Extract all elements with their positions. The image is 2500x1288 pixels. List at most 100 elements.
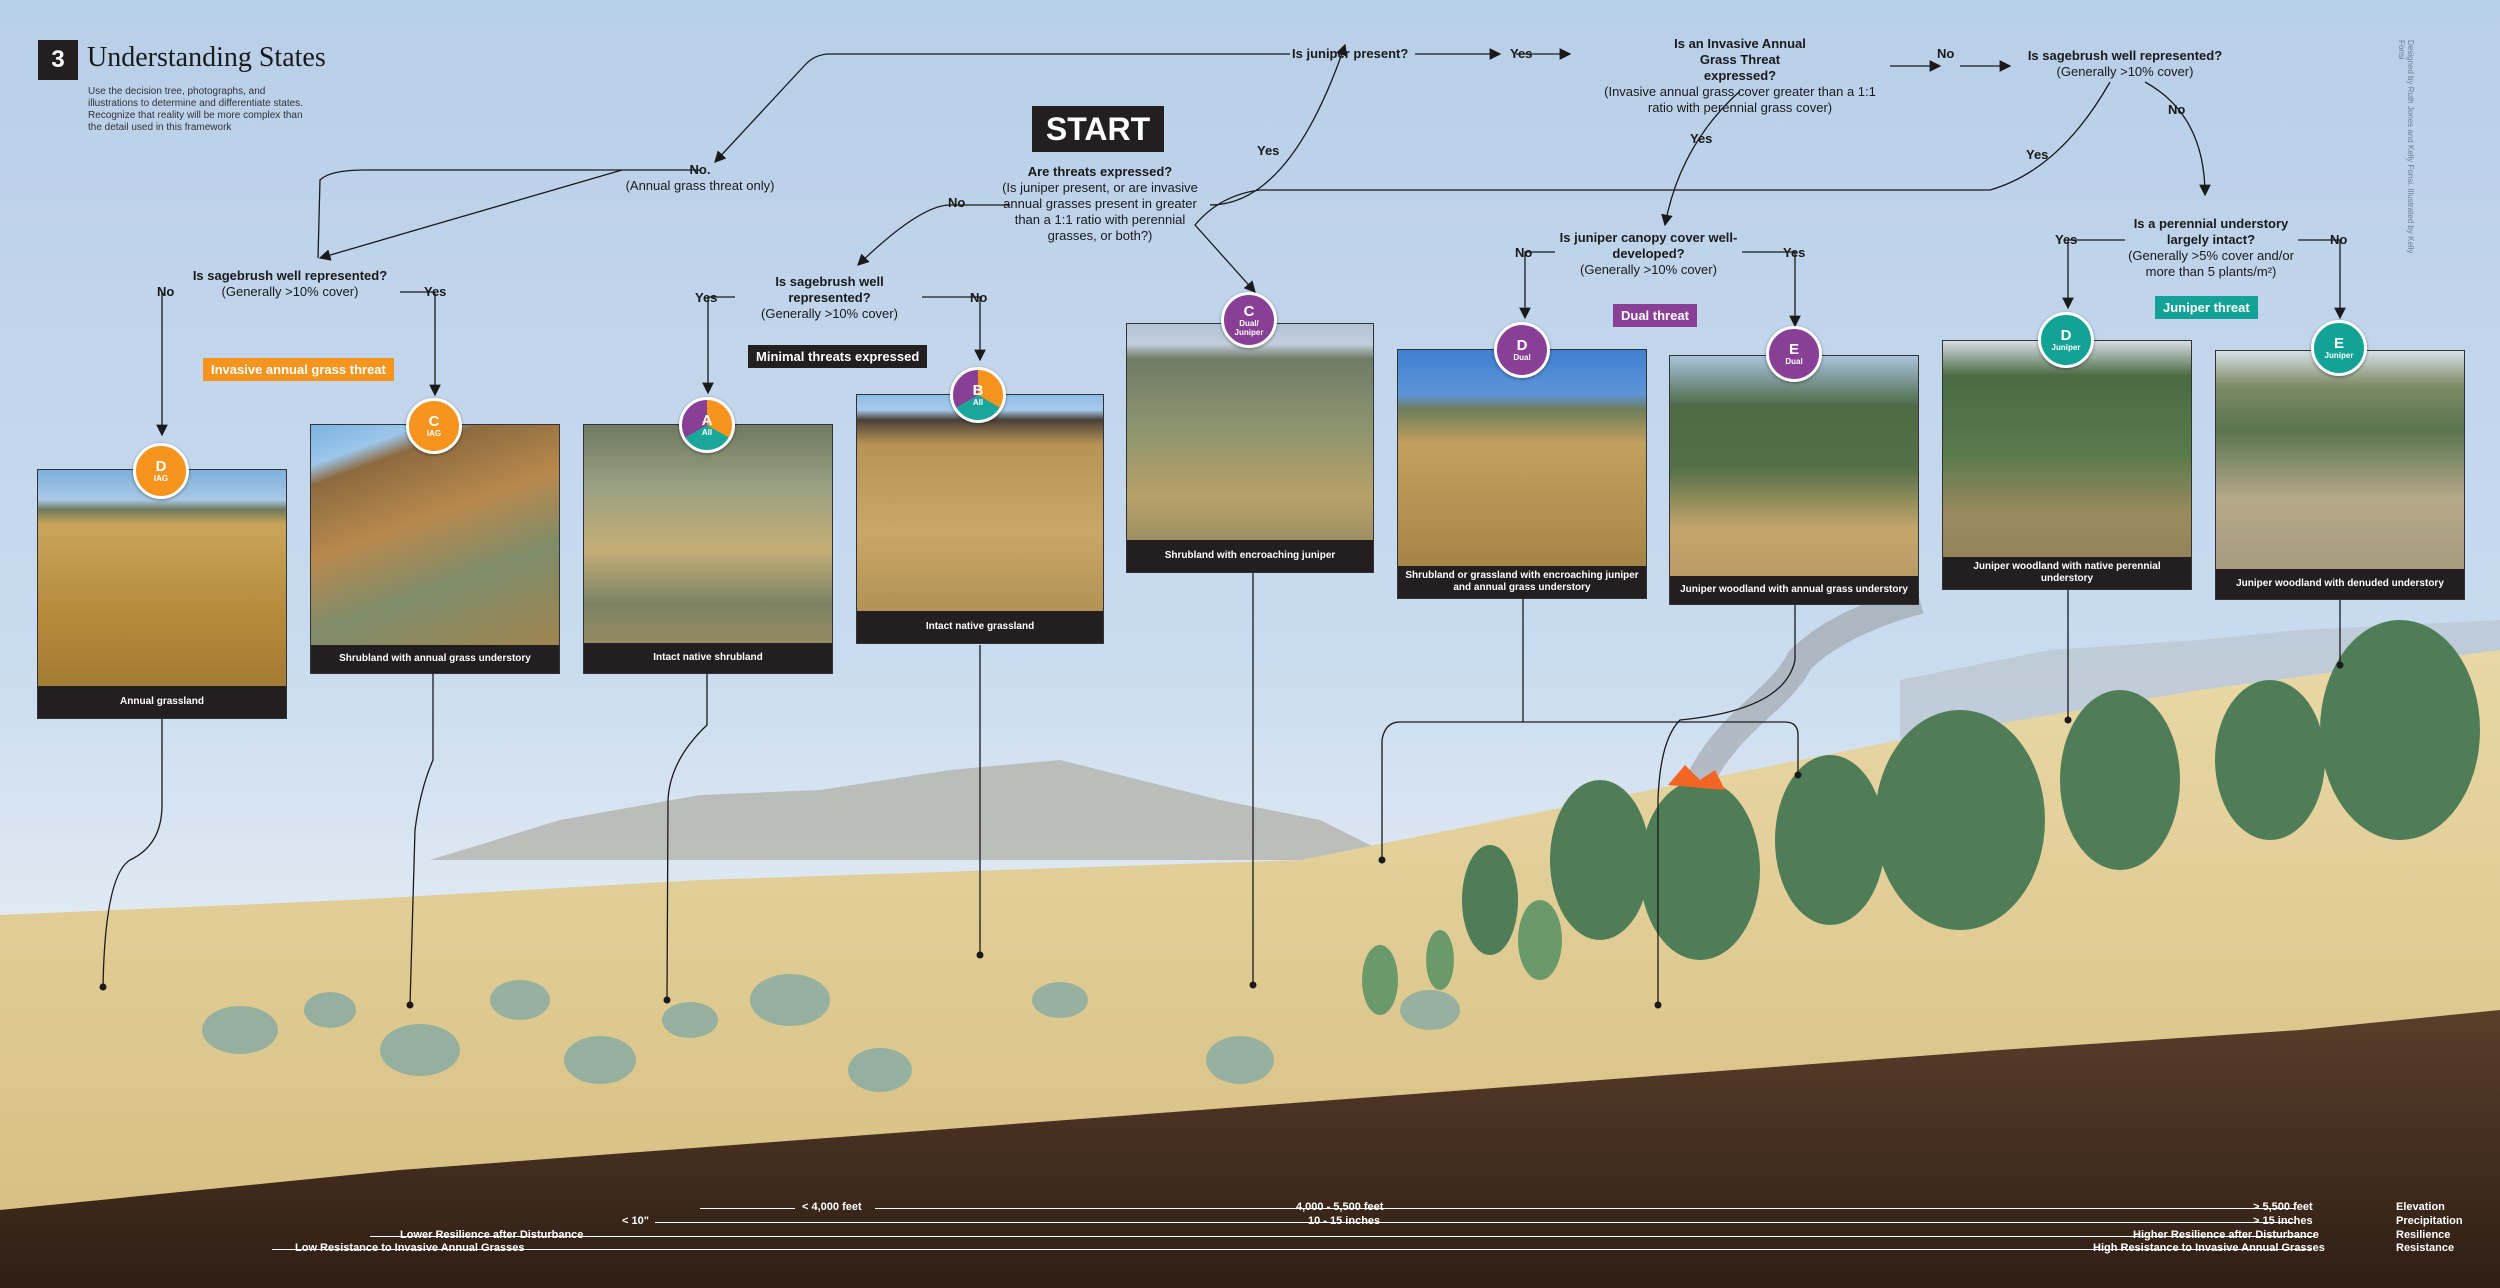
- juniper-present-question: Is juniper present?: [1292, 46, 1409, 61]
- state-badge-sub: Dual: [1513, 353, 1531, 362]
- sagebrush-question-center-title: Is sagebrush well represented?: [775, 274, 884, 305]
- resistance-low: Low Resistance to Invasive Annual Grasse…: [295, 1242, 525, 1254]
- elevation-label: Elevation: [2396, 1201, 2445, 1213]
- elevation-high: > 5,500 feet: [2253, 1201, 2313, 1213]
- state-photo-intact-grassland: Intact native grassland: [856, 394, 1104, 644]
- sagebrush-question-left-detail: (Generally >10% cover): [221, 284, 359, 299]
- tag-minimal-threats: Minimal threats expressed: [748, 345, 928, 368]
- intro-text: Use the decision tree, photographs, and …: [88, 86, 303, 133]
- elevation-mid: 4,000 - 5,500 feet: [1296, 1201, 1384, 1213]
- state-badge-sub: IAG: [153, 474, 169, 483]
- answer-yes-sage-top: Yes: [2026, 147, 2049, 162]
- state-badge-sub: Dual: [1785, 357, 1803, 366]
- juniper-canopy-question-detail: (Generally >10% cover): [1580, 262, 1717, 277]
- state-badge-c-dual-juniper: C Dual/ Juniper: [1221, 292, 1277, 348]
- tag-dual-threat: Dual threat: [1613, 304, 1697, 327]
- state-badge-sub: Dual/ Juniper: [1234, 318, 1264, 337]
- state-photo-juniper-woodland-annual-grass: Juniper woodland with annual grass under…: [1669, 355, 1919, 605]
- state-badge-letter: A: [701, 412, 713, 429]
- resistance-label: Resistance: [2396, 1242, 2455, 1254]
- state-badge-letter: B: [972, 382, 984, 399]
- state-photo-juniper-woodland-denuded: Juniper woodland with denuded understory: [2215, 350, 2465, 600]
- no-annual-grass-note: No. (Annual grass threat only): [620, 162, 780, 194]
- state-badge-a-all: A All: [679, 397, 735, 453]
- state-badge-d-juniper: D Juniper: [2038, 312, 2094, 368]
- credit-text: Designed by Ruth Jones and Kelly Fonsi. …: [2397, 40, 2415, 254]
- state-badge-sub: Juniper: [2051, 343, 2081, 352]
- state-badge-letter: E: [2333, 335, 2344, 352]
- state-badge-sub: All: [701, 428, 713, 437]
- sagebrush-question-top-detail: (Generally >10% cover): [2056, 64, 2194, 79]
- elevation-line-low: [700, 1208, 795, 1209]
- state-caption: Shrubland with encroaching juniper: [1127, 540, 1373, 572]
- start-question-title: Are threats expressed?: [1027, 164, 1173, 179]
- answer-no-sage-center: No: [970, 290, 988, 305]
- start-question-detail: (Is juniper present, or are invasive ann…: [1002, 180, 1198, 243]
- answer-no-start: No: [948, 195, 966, 210]
- start-label: START: [1032, 106, 1164, 152]
- sagebrush-question-center-detail: (Generally >10% cover): [761, 306, 898, 321]
- resilience-line: [370, 1236, 2315, 1237]
- sagebrush-question-top-title: Is sagebrush well represented?: [2027, 48, 2223, 63]
- no-annual-grass-detail: (Annual grass threat only): [625, 178, 775, 193]
- answer-no-sage-top: No: [2168, 102, 2186, 117]
- state-photo-juniper-woodland-native-understory: Juniper woodland with native perennial u…: [1942, 340, 2192, 590]
- perennial-understory-question-detail: (Generally >5% cover and/or more than 5 …: [2128, 248, 2294, 279]
- answer-yes-iag: Yes: [1690, 131, 1713, 146]
- state-caption: Annual grassland: [38, 686, 286, 718]
- state-photo-shrubland-annual-grass: Shrubland with annual grass understory: [310, 424, 560, 674]
- sagebrush-question-left: Is sagebrush well represented? (Generall…: [180, 268, 400, 300]
- state-caption: Juniper woodland with native perennial u…: [1943, 557, 2191, 589]
- iag-question: Is an Invasive Annual Grass Threat expre…: [1595, 36, 1885, 116]
- resilience-label: Resilience: [2396, 1229, 2451, 1241]
- answer-yes-juniper: Yes: [1510, 46, 1533, 61]
- state-caption: Juniper woodland with denuded understory: [2216, 569, 2464, 599]
- state-badge-e-juniper: E Juniper: [2311, 320, 2367, 376]
- perennial-understory-question: Is a perennial understory largely intact…: [2125, 216, 2297, 280]
- iag-question-detail: (Invasive annual grass cover greater tha…: [1604, 84, 1876, 115]
- answer-no-sage-left: No: [157, 284, 175, 299]
- state-photo-intact-shrubland: Intact native shrubland: [583, 424, 833, 674]
- answer-no-iag: No: [1937, 46, 1955, 61]
- sagebrush-question-top: Is sagebrush well represented? (Generall…: [2020, 48, 2230, 80]
- state-badge-d-dual: D Dual: [1494, 322, 1550, 378]
- resilience-low: Lower Resilience after Disturbance: [400, 1229, 584, 1241]
- start-question: Are threats expressed? (Is juniper prese…: [1000, 164, 1200, 244]
- juniper-canopy-question: Is juniper canopy cover well-developed? …: [1555, 230, 1742, 278]
- state-caption: Intact native grassland: [857, 611, 1103, 643]
- answer-yes-perennial: Yes: [2055, 232, 2078, 247]
- answer-yes-canopy: Yes: [1783, 245, 1806, 260]
- answer-no-canopy: No: [1515, 245, 1533, 260]
- state-photo-shrubland-encroaching-juniper: Shrubland with encroaching juniper: [1126, 323, 1374, 573]
- state-badge-letter: D: [1516, 337, 1528, 354]
- tag-juniper-threat: Juniper threat: [2155, 296, 2258, 319]
- answer-yes-sage-left: Yes: [424, 284, 447, 299]
- elevation-low: < 4,000 feet: [802, 1201, 862, 1213]
- resistance-high: High Resistance to Invasive Annual Grass…: [2093, 1242, 2325, 1254]
- iag-question-title: Is an Invasive Annual Grass Threat expre…: [1674, 36, 1806, 83]
- state-caption: Juniper woodland with annual grass under…: [1670, 576, 1918, 604]
- precipitation-mid: 10 - 15 inches: [1308, 1215, 1381, 1227]
- answer-yes-sage-center: Yes: [695, 290, 718, 305]
- perennial-understory-question-title: Is a perennial understory largely intact…: [2133, 216, 2289, 247]
- section-number-badge: 3: [38, 40, 78, 80]
- state-caption: Intact native shrubland: [584, 643, 832, 673]
- tag-invasive-annual-grass: Invasive annual grass threat: [203, 358, 394, 381]
- state-badge-sub: All: [972, 398, 984, 407]
- juniper-canopy-question-title: Is juniper canopy cover well-developed?: [1559, 230, 1738, 261]
- elevation-line-mid: [875, 1208, 2295, 1209]
- resilience-high: Higher Resilience after Disturbance: [2133, 1229, 2319, 1241]
- sagebrush-question-center: Is sagebrush well represented? (Generall…: [737, 274, 922, 322]
- answer-no-perennial: No: [2330, 232, 2348, 247]
- precipitation-label: Precipitation: [2396, 1215, 2463, 1227]
- state-photo-annual-grassland: Annual grassland: [37, 469, 287, 719]
- precipitation-low: < 10": [622, 1215, 649, 1227]
- resistance-line: [272, 1249, 2312, 1250]
- precipitation-high: > 15 inches: [2253, 1215, 2313, 1227]
- state-badge-sub: IAG: [426, 429, 442, 438]
- sagebrush-question-left-title: Is sagebrush well represented?: [192, 268, 388, 283]
- state-badge-d-iag: D IAG: [133, 443, 189, 499]
- answer-yes-start: Yes: [1257, 143, 1280, 158]
